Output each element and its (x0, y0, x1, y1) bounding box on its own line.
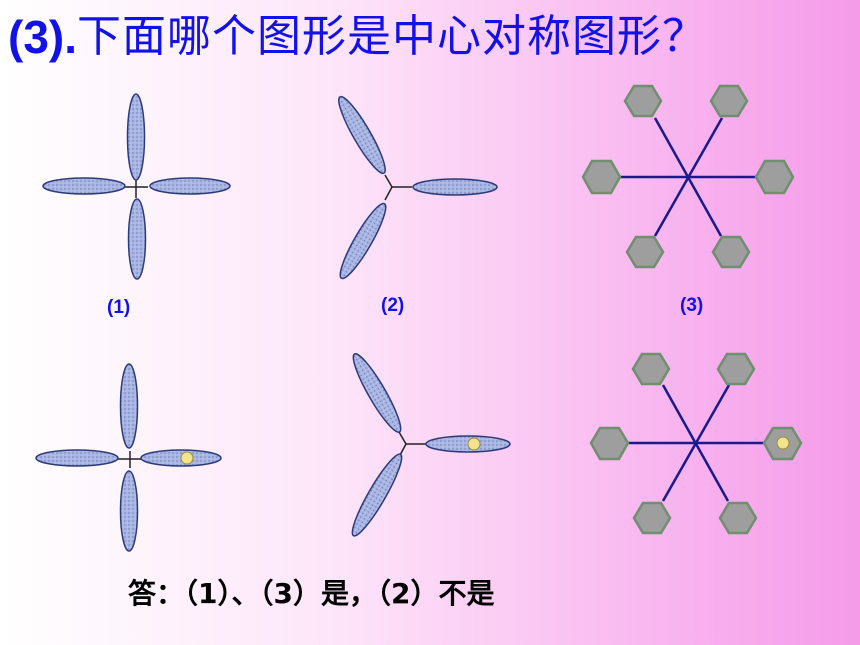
answer-text: 答：（1）、（3）是，（2）不是 (128, 577, 495, 610)
question-number: (3). (8, 11, 77, 63)
question-text: 下面哪个图形是中心对称图形？ (77, 11, 707, 62)
rotation-marker-dot (467, 437, 481, 451)
four-petal-figure (42, 93, 231, 280)
figure-label-2: (2) (381, 295, 405, 316)
three-petal-figure (338, 95, 498, 280)
page-title: (3).下面哪个图形是中心对称图形？ (8, 2, 707, 72)
rotation-marker-dot (776, 436, 790, 450)
four-petal-figure-rotated (35, 363, 222, 552)
figure-label-3: (3) (680, 295, 704, 316)
rotation-marker-dot (180, 451, 194, 465)
figure-label-1: (1) (107, 297, 131, 318)
snowflake-hexagon-figure-rotated (589, 352, 803, 535)
three-petal-figure-rotated (351, 353, 511, 537)
snowflake-hexagon-figure (581, 84, 795, 269)
